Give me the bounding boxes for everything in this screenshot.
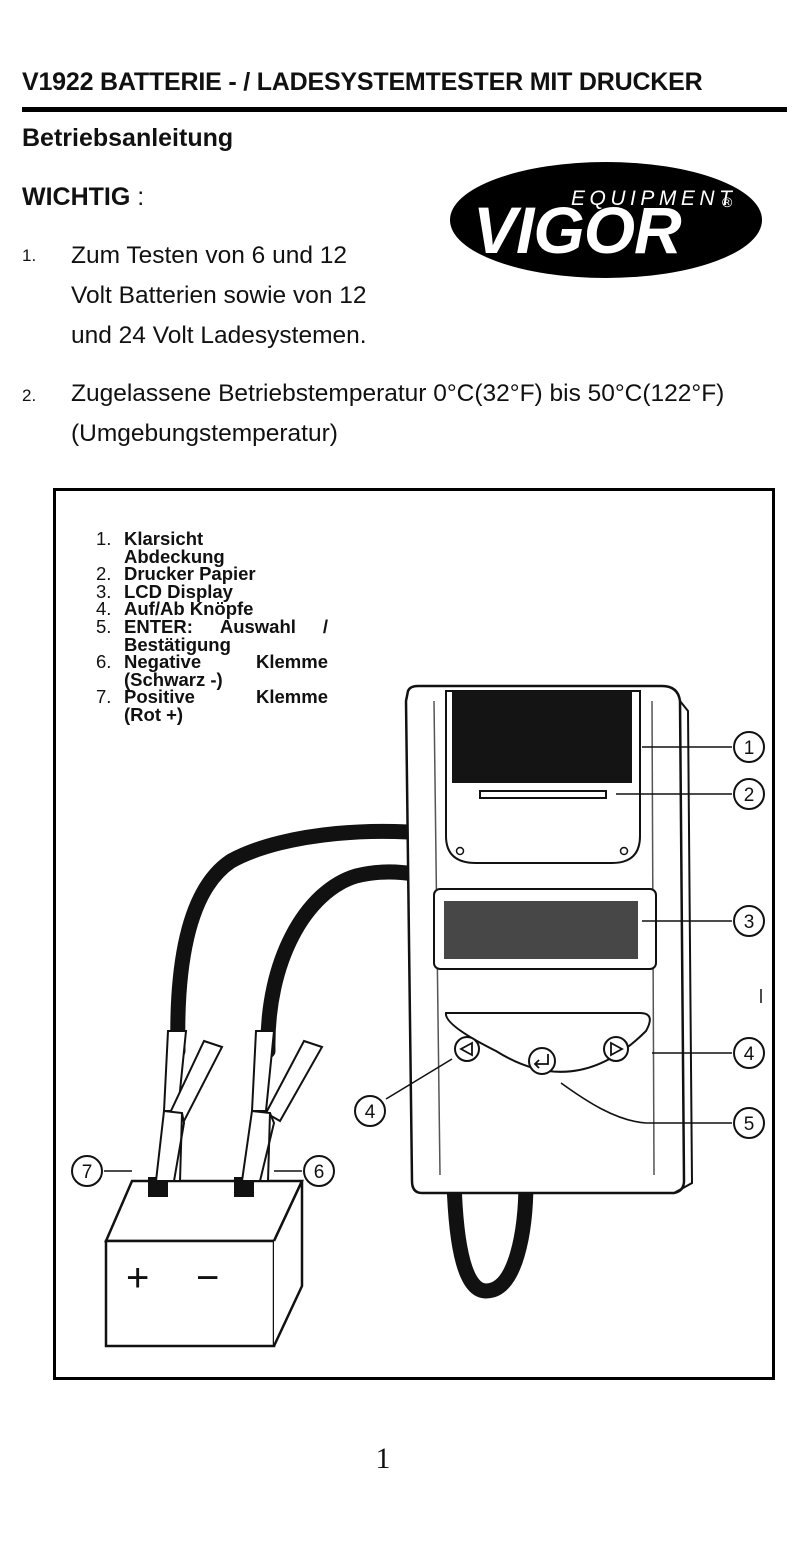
logo-ellipse xyxy=(450,162,762,278)
battery-plus-sign: + xyxy=(126,1256,149,1300)
legend-text: Auswahl xyxy=(219,615,296,637)
callout-label: 4 xyxy=(365,1102,376,1123)
logo-tagline: EQUIPMENT xyxy=(571,187,736,210)
callout-6: 6 xyxy=(303,1155,335,1187)
battery-minus-sign: − xyxy=(196,1256,219,1300)
legend-item: 5. ENTER: Auswahl / Bestätigung xyxy=(96,615,328,655)
callout-4-left: 4 xyxy=(354,1095,386,1127)
legend-text: (Schwarz -) xyxy=(124,668,223,690)
legend-number: 6. xyxy=(96,651,112,673)
legend-text: Drucker Papier xyxy=(124,563,256,585)
callout-label: 7 xyxy=(82,1162,93,1183)
legend-text: Klemme xyxy=(256,686,328,708)
legend-text: Negative xyxy=(124,651,202,673)
legend-text: Klarsicht xyxy=(124,528,204,549)
logo-brand: VIGOR xyxy=(473,193,682,267)
cable-red xyxy=(170,823,454,1059)
callout-label: 4 xyxy=(744,1044,755,1065)
legend-item: 7. Positive Klemme (Rot +) xyxy=(96,686,328,725)
clear-cover-window xyxy=(452,691,632,783)
legend-text: Bestätigung xyxy=(124,633,231,655)
document-title: V1922 BATTERIE - / LADESYSTEMTESTER MIT … xyxy=(22,68,703,96)
lcd-display xyxy=(444,901,638,959)
legend-item: 3. LCD Display xyxy=(96,580,328,602)
important-label: WICHTIG xyxy=(22,183,131,211)
instruction-1-line-3: und 24 Volt Ladesystemen. xyxy=(71,322,367,349)
legend-number: 2. xyxy=(96,563,112,585)
legend-text: / xyxy=(322,615,328,637)
tester-diagram: + − 1 2 3 4 4 5 6 7 xyxy=(71,684,765,1348)
callout-7: 7 xyxy=(71,1155,103,1187)
instruction-2-line-1: Zugelassene Betriebstemperatur 0°C(32°F)… xyxy=(71,380,725,407)
callout-1: 1 xyxy=(733,731,765,763)
positive-clamp xyxy=(154,1030,224,1182)
legend-item: 2. Drucker Papier xyxy=(96,565,328,583)
tester-side-edge xyxy=(673,700,694,1194)
callout-4-right: 4 xyxy=(733,1037,765,1069)
important-heading: WICHTIG : xyxy=(22,183,144,212)
legend-text: ENTER: xyxy=(124,615,193,637)
callout-label: 3 xyxy=(744,912,755,933)
legend-text: Positive xyxy=(124,686,195,708)
legend-text: LCD Display xyxy=(124,580,233,602)
callout-label: 6 xyxy=(314,1162,325,1183)
cover-screw xyxy=(619,846,629,856)
left-arrow-icon xyxy=(459,1041,473,1057)
left-button xyxy=(454,1036,480,1062)
important-colon: : xyxy=(130,183,145,211)
legend-item: 6. Negative Klemme (Schwarz -) xyxy=(96,651,328,690)
enter-button xyxy=(528,1047,556,1075)
legend-text: Klemme xyxy=(256,651,328,673)
callout-leaders xyxy=(104,746,732,1172)
instruction-1-line-1: Zum Testen von 6 und 12 xyxy=(71,242,348,269)
cable-loop xyxy=(446,1173,534,1299)
legend-text: (Rot +) xyxy=(124,703,184,725)
legend-number: 5. xyxy=(96,615,112,637)
subtitle: Betriebsanleitung xyxy=(22,124,234,152)
legend-text: Abdeckung xyxy=(124,545,225,567)
callout-label: 5 xyxy=(744,1114,755,1135)
legend-number: 4. xyxy=(96,598,112,620)
battery-side xyxy=(272,1180,304,1347)
callout-5: 5 xyxy=(733,1107,765,1139)
right-arrow-icon xyxy=(610,1041,624,1057)
callout-2: 2 xyxy=(733,778,765,810)
printer-paper-slot xyxy=(479,790,607,799)
instruction-1-number: 1. xyxy=(22,246,37,265)
legend-item: 4. Auf/Ab Knöpfe xyxy=(96,600,328,618)
legend-number: 3. xyxy=(96,580,112,602)
title-rule xyxy=(22,107,787,112)
callout-label: 2 xyxy=(744,785,755,806)
callout-3: 3 xyxy=(733,905,765,937)
logo-registered-mark: ® xyxy=(722,194,733,210)
instruction-1-text: Zum Testen von 6 und 12 Volt Batterien s… xyxy=(71,236,367,356)
legend-number: 1. xyxy=(96,528,112,549)
legend-text: Auf/Ab Knöpfe xyxy=(124,598,254,620)
instruction-2-number: 2. xyxy=(22,386,37,405)
legend-number: 7. xyxy=(96,686,112,708)
negative-clamp xyxy=(240,1030,324,1182)
instruction-1-line-2: Volt Batterien sowie von 12 xyxy=(71,282,367,309)
right-button xyxy=(603,1036,629,1062)
page-number: 1 xyxy=(375,1442,391,1475)
battery-top xyxy=(104,1179,304,1243)
cover-screw xyxy=(455,846,465,856)
instruction-2-line-2: (Umgebungstemperatur) xyxy=(71,420,338,447)
callout-label: 1 xyxy=(744,738,755,759)
instruction-2-text: Zugelassene Betriebstemperatur 0°C(32°F)… xyxy=(71,374,724,454)
vigor-logo: EQUIPMENT ® VIGOR xyxy=(450,162,762,278)
keypad-area xyxy=(444,1012,651,1073)
enter-icon xyxy=(533,1054,549,1069)
figure-frame xyxy=(53,488,775,1380)
